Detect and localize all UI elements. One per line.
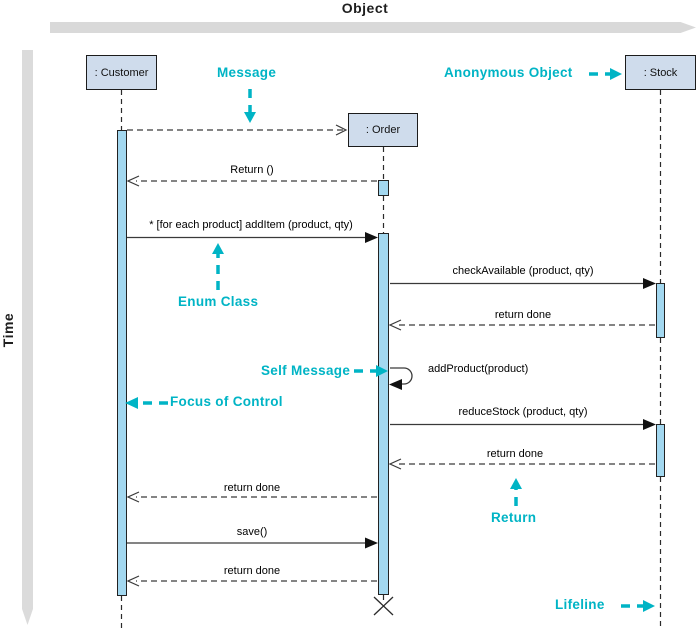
annotation-return-pointer bbox=[510, 478, 522, 506]
activation-order-main bbox=[378, 233, 389, 595]
message-label-returndone1: return done bbox=[494, 309, 552, 321]
annotation-lifeline-pointer bbox=[621, 600, 655, 612]
activation-customer bbox=[117, 130, 127, 596]
object-name-order: : Order bbox=[365, 124, 401, 136]
message-label-returndone3: return done bbox=[223, 482, 281, 494]
annotation-focus-of-control-pointer bbox=[125, 397, 168, 409]
time-axis-arrow bbox=[22, 50, 33, 625]
message-label-additem: * [for each product] addItem (product, q… bbox=[149, 219, 353, 231]
annotation-message: Message bbox=[217, 65, 277, 80]
time-axis-label: Time bbox=[0, 312, 16, 348]
annotation-message-pointer bbox=[244, 89, 256, 123]
object-axis-arrow bbox=[50, 22, 696, 33]
annotation-anonymous-object-pointer bbox=[589, 68, 622, 80]
object-name-stock: : Stock bbox=[643, 66, 678, 79]
message-label-reducestock: reduceStock (product, qty) bbox=[458, 406, 588, 418]
message-label-return1: Return () bbox=[230, 164, 274, 176]
message-label-returndone2: return done bbox=[486, 448, 544, 460]
object-box-order: : Order bbox=[348, 113, 418, 147]
message-create-arrow bbox=[127, 124, 348, 136]
message-checkavailable-arrow bbox=[390, 278, 656, 289]
message-additem-arrow bbox=[127, 232, 378, 243]
destroy-x-icon bbox=[373, 596, 394, 616]
annotation-lifeline: Lifeline bbox=[555, 597, 605, 612]
activation-stock-1 bbox=[656, 283, 665, 338]
message-returndone1-arrow bbox=[388, 319, 655, 331]
message-label-save: save() bbox=[236, 526, 268, 538]
object-box-stock: : Stock bbox=[625, 55, 696, 90]
object-axis-label: Object bbox=[341, 0, 389, 16]
message-save-arrow bbox=[127, 537, 378, 549]
object-box-customer: : Customer bbox=[86, 55, 157, 90]
annotation-enum-class-pointer bbox=[212, 243, 224, 290]
object-name-customer: : Customer bbox=[94, 66, 149, 79]
annotation-self-message: Self Message bbox=[261, 363, 351, 378]
activation-order-small bbox=[378, 180, 389, 196]
message-label-addproduct: addProduct(product) bbox=[428, 363, 529, 375]
annotation-anonymous-object: Anonymous Object bbox=[444, 65, 573, 80]
message-return1-arrow bbox=[126, 175, 377, 187]
activation-stock-2 bbox=[656, 424, 665, 477]
annotation-return: Return bbox=[491, 510, 537, 525]
message-self-loop-arrow bbox=[389, 367, 413, 390]
message-returndone2-arrow bbox=[388, 458, 655, 470]
annotation-enum-class: Enum Class bbox=[178, 294, 259, 309]
message-reducestock-arrow bbox=[390, 419, 656, 430]
message-label-returndone4: return done bbox=[223, 565, 281, 577]
message-returndone4-arrow bbox=[126, 575, 377, 587]
annotation-focus-of-control: Focus of Control bbox=[170, 394, 283, 409]
message-label-checkavailable: checkAvailable (product, qty) bbox=[452, 265, 594, 277]
